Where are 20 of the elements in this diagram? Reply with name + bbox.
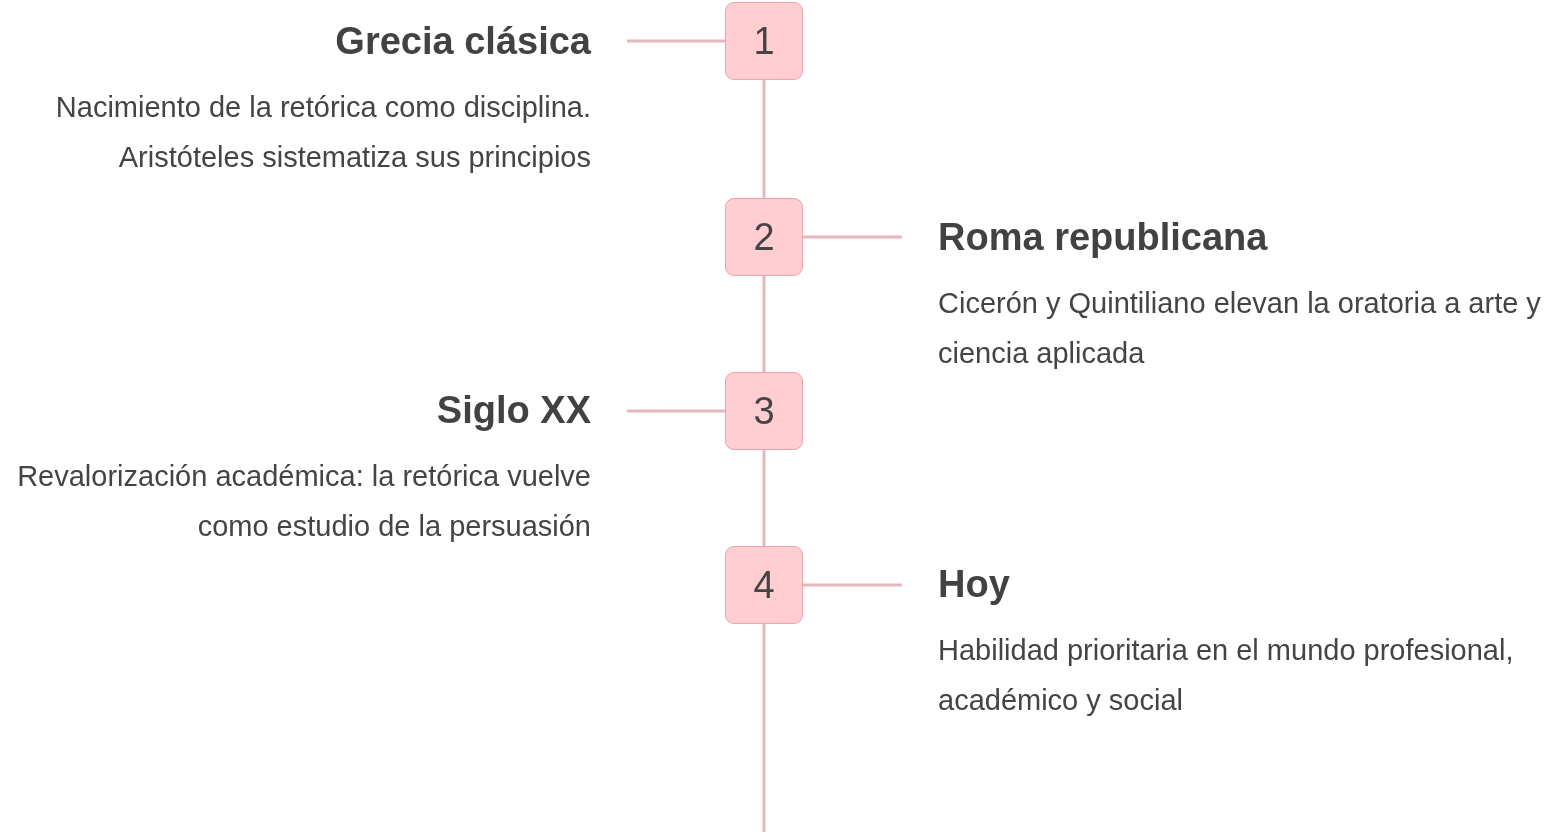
connector-line xyxy=(762,450,766,546)
event-description: Nacimiento de la retórica como disciplina. Aristóteles sistematiza sus principios xyxy=(54,90,591,175)
step-number: 4 xyxy=(725,546,803,624)
event-title: Roma republicana xyxy=(938,215,1269,260)
step-number: 3 xyxy=(725,372,803,450)
event-title: Siglo XX xyxy=(435,388,591,433)
connector-line xyxy=(803,583,902,587)
connector-line xyxy=(627,409,725,413)
step-number: 1 xyxy=(725,2,803,80)
connector-line xyxy=(762,276,766,372)
event-description: Habilidad prioritaria en el mundo profesional, académico y social xyxy=(938,633,1515,718)
event-description: Revalorización académica: la retórica vuelve como estudio de la persuasión xyxy=(16,459,591,544)
event-description: Cicerón y Quintiliano elevan la oratoria a arte y ciencia aplicada xyxy=(938,286,1542,371)
step-number: 2 xyxy=(725,198,803,276)
connector-line xyxy=(762,624,766,832)
connector-line xyxy=(803,235,902,239)
event-title: Hoy xyxy=(938,562,1011,607)
connector-line xyxy=(762,80,766,198)
event-title: Grecia clásica xyxy=(334,19,591,64)
connector-line xyxy=(627,39,725,43)
